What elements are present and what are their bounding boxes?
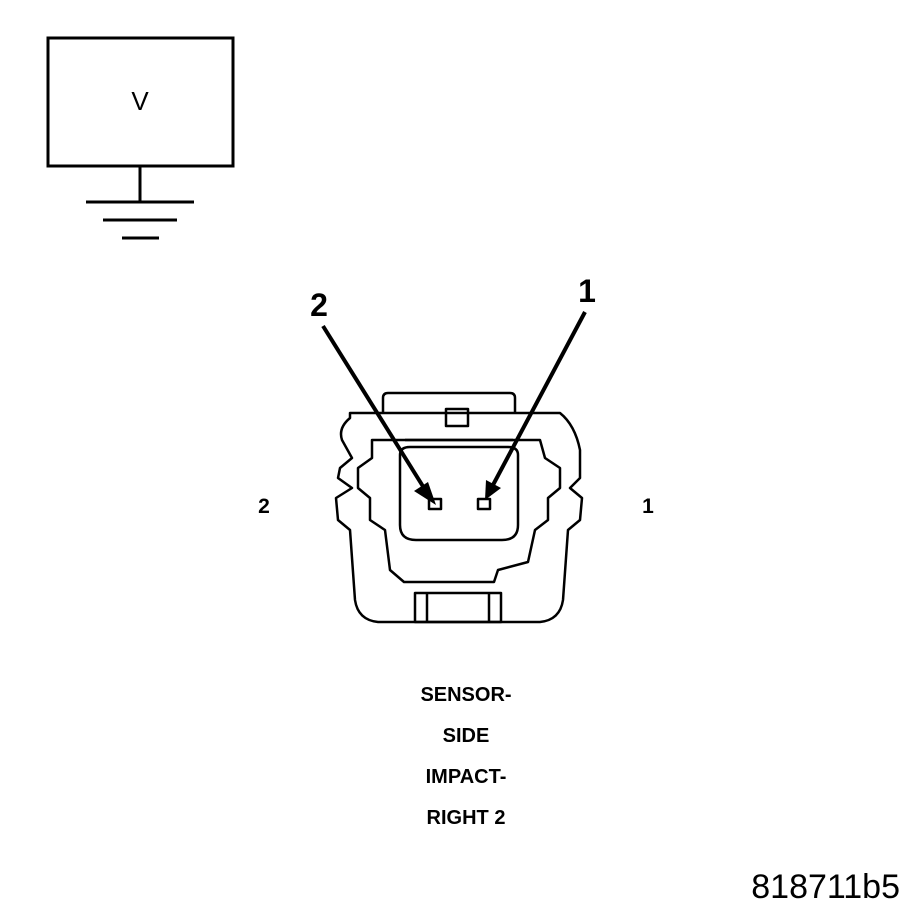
connector-key-slot — [413, 591, 503, 624]
caption-line-1: SENSOR- — [420, 684, 511, 706]
figure-id: 818711b5 — [751, 868, 900, 906]
callout-arrow-pin-2 — [321, 324, 426, 490]
callout-arrows — [321, 311, 587, 505]
caption-line-2: SIDE — [443, 725, 490, 747]
callout-arrowhead-pin-1 — [485, 480, 501, 500]
connector-top-rim — [381, 391, 517, 413]
connector-pin-2 — [427, 497, 443, 511]
caption-line-4: RIGHT 2 — [427, 807, 506, 829]
callout-number-pin-2: 2 — [310, 287, 328, 323]
callout-number-pin-1: 1 — [578, 273, 596, 309]
side-label-pin-2: 2 — [258, 495, 270, 518]
caption-line-3: IMPACT- — [426, 766, 507, 788]
connector-face — [334, 391, 584, 624]
connector-pin-cavity — [398, 445, 520, 542]
callout-arrow-pin-1 — [491, 311, 587, 486]
voltmeter-symbol: V — [46, 36, 235, 168]
voltmeter-label: V — [131, 86, 149, 116]
connector-caption: SENSOR- SIDE IMPACT- RIGHT 2 — [420, 684, 511, 829]
connector-pin-1 — [476, 497, 492, 511]
callout-arrowhead-pin-2 — [414, 482, 436, 505]
connector-latch-tab — [444, 407, 470, 428]
ground-icon — [86, 166, 194, 240]
side-label-pin-1: 1 — [642, 495, 654, 518]
connector-inner-housing — [356, 438, 562, 584]
